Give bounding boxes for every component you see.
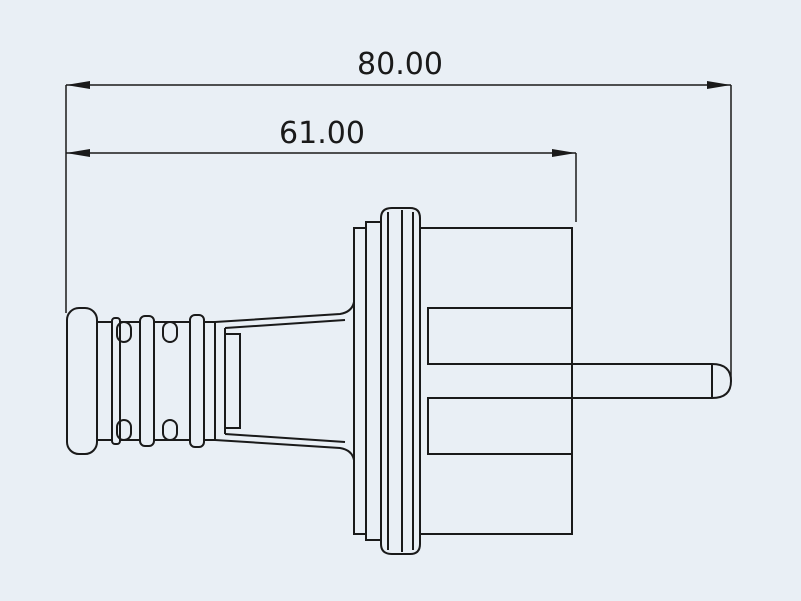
strain-relief-rib-2 xyxy=(139,315,155,447)
strain-relief-rib-3 xyxy=(189,314,205,448)
dimension-label-overall: 80.00 xyxy=(357,47,443,82)
grip-slot xyxy=(162,419,178,441)
plug-face xyxy=(419,227,573,535)
plug-outline xyxy=(66,207,733,555)
dimension-label-body: 61.00 xyxy=(279,116,365,151)
cable-end-cap xyxy=(66,307,98,455)
strain-relief-rib-1 xyxy=(111,317,121,445)
grip-slot xyxy=(116,419,132,441)
strain-relief xyxy=(97,314,205,448)
dimension-overall: 80.00 xyxy=(65,47,732,381)
plug-pin xyxy=(572,363,733,399)
plug-face-block xyxy=(419,227,573,535)
grip-slot xyxy=(116,321,132,343)
plug-neck xyxy=(204,228,355,534)
plug-housing-flange xyxy=(353,207,421,555)
arrow-right-overall xyxy=(707,81,731,89)
ground-contact-slot-upper xyxy=(427,307,573,365)
arrow-left-body xyxy=(66,149,90,157)
grip-slot xyxy=(162,321,178,343)
ground-contact-slot-lower xyxy=(427,397,573,455)
dimension-body: 61.00 xyxy=(66,116,577,222)
arrow-left-overall xyxy=(66,81,90,89)
arrow-right-body xyxy=(552,149,576,157)
